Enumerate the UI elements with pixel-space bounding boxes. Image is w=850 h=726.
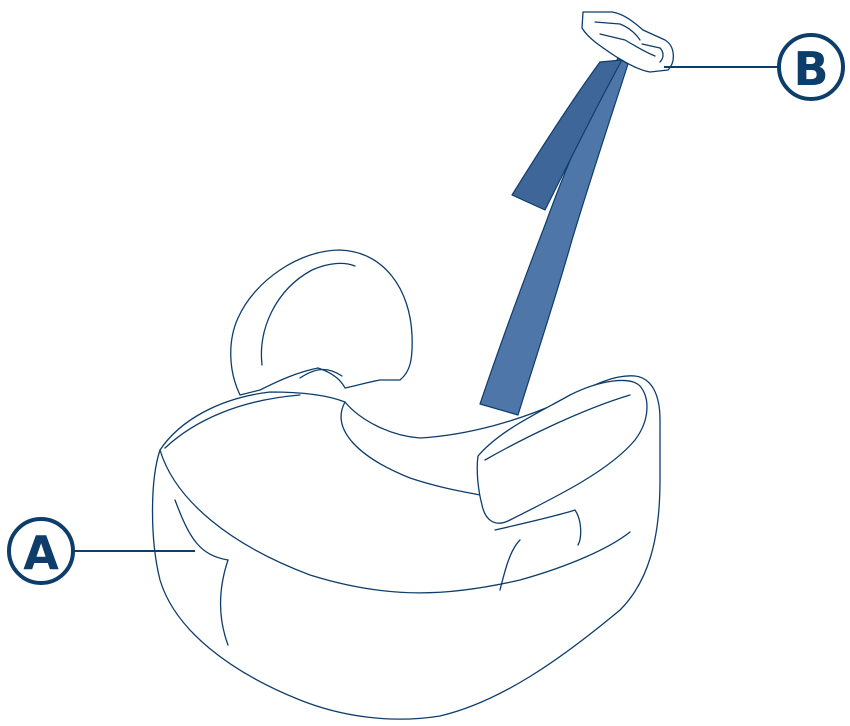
callout-b-label: B (793, 42, 828, 96)
callout-a-label: A (23, 526, 59, 580)
belt-strap (480, 58, 628, 415)
callout-b: B (664, 35, 843, 99)
belt-positioning-clip (582, 12, 673, 72)
left-bolster (231, 250, 412, 395)
belt-strap-main (480, 58, 628, 415)
left-bolster-outline (231, 250, 412, 395)
